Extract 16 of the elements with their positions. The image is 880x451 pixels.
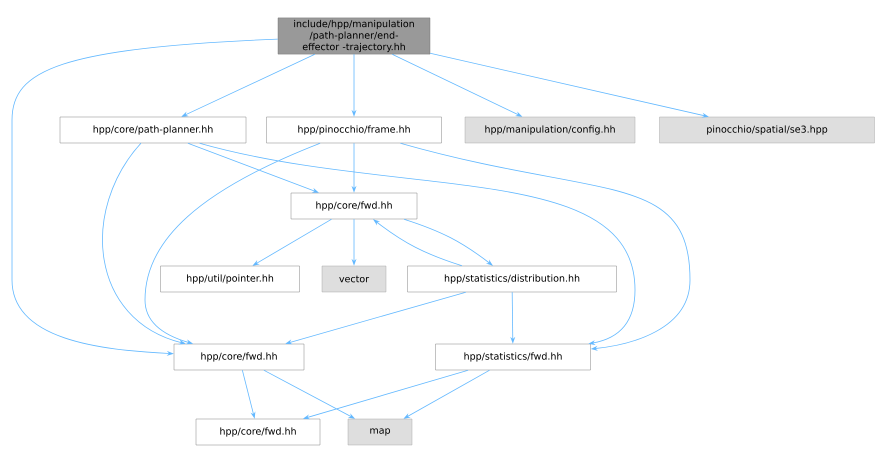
- root-file-box: include/hpp/manipulation /path-planner/end-effector -trajectory.hh: [278, 18, 430, 54]
- file-box: hpp/pinocchio/frame.hh: [266, 116, 442, 144]
- arrow: [400, 142, 690, 351]
- file-box: hpp/core/fwd.hh: [290, 192, 418, 220]
- arrow: [199, 142, 636, 346]
- external-file-box: hpp/manipulation/config.hh: [464, 116, 636, 144]
- file-box: hpp/core/fwd.hh: [196, 418, 320, 446]
- external-file-box: vector: [322, 266, 386, 292]
- file-box: hpp/core/fwd.hh: [174, 344, 304, 370]
- external-file-box: pinocchio/spatial/se3.hpp: [659, 116, 875, 144]
- file-box: hpp/util/pointer.hh: [160, 266, 300, 292]
- external-file-box: map: [348, 418, 412, 446]
- file-box: hpp/statistics/fwd.hh: [435, 344, 591, 370]
- arrow: [144, 142, 321, 344]
- file-box: hpp/statistics/distribution.hh: [407, 266, 617, 292]
- file-box: hpp/core/path-planner.hh: [60, 116, 246, 144]
